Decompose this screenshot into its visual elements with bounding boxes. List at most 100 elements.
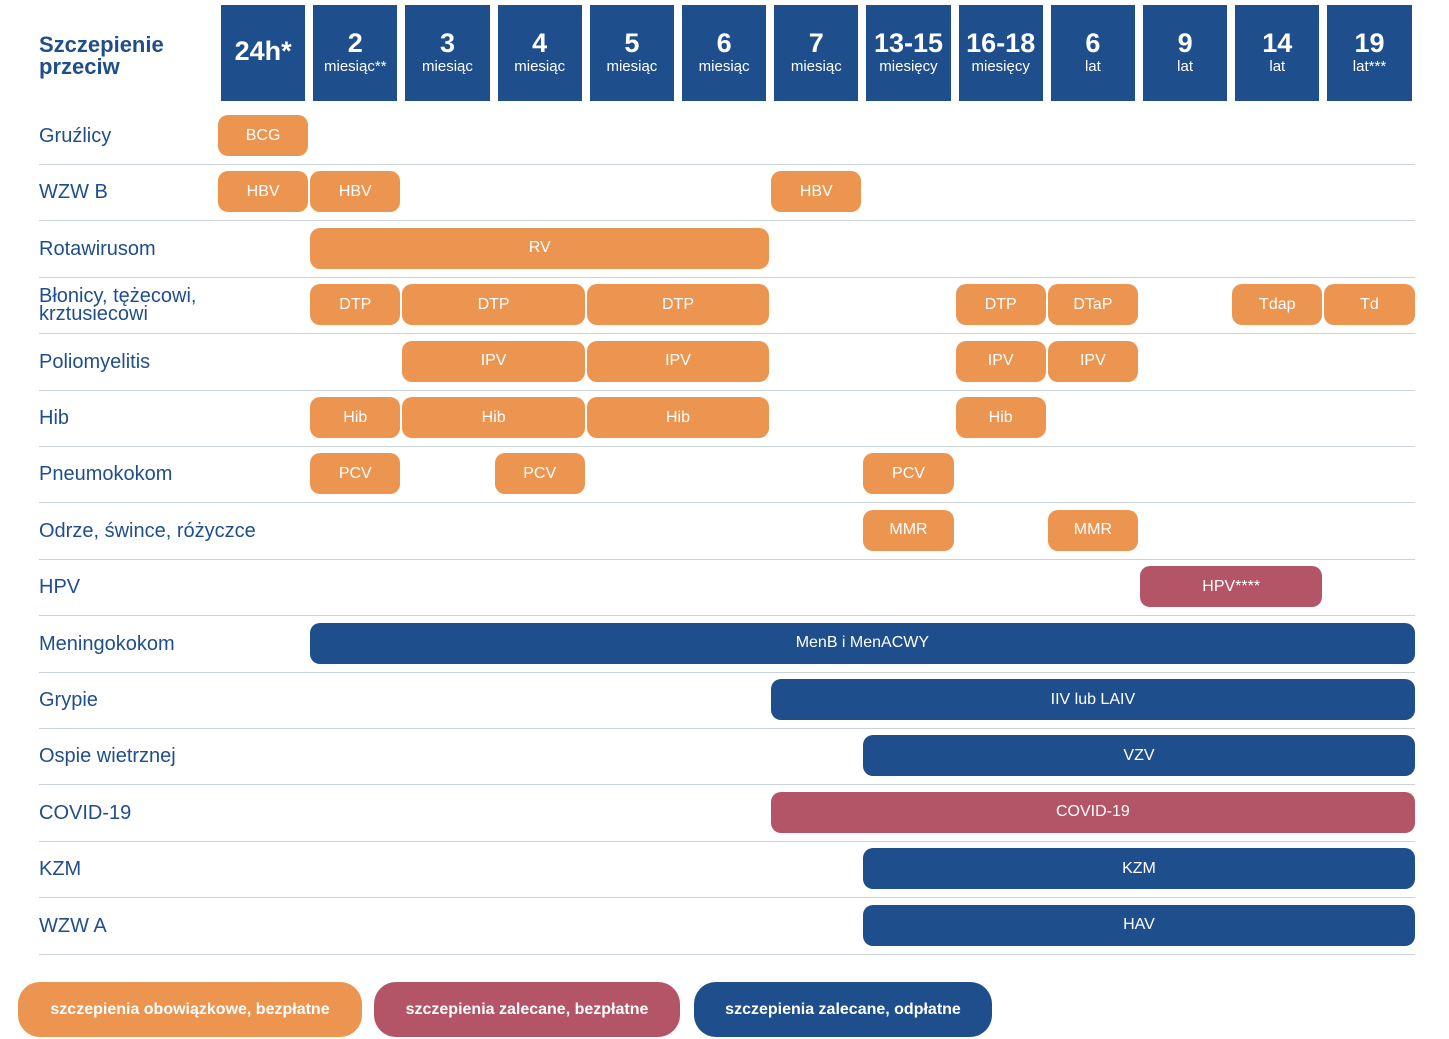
vaccine-label: Pneumokokom (39, 463, 173, 486)
vaccine-label: HPV (39, 576, 81, 599)
dose-bar: PCV (310, 453, 401, 495)
age-value: 24h* (234, 36, 292, 66)
dose-bar: HPV**** (1140, 566, 1323, 608)
dose-bar: Hib (402, 397, 585, 438)
dose-bar: PCV (494, 453, 585, 495)
dose-label: BCG (245, 126, 281, 144)
dose-bar: Hib (586, 397, 770, 438)
age-header-cell: 24h* (221, 5, 306, 101)
vaccine-label: Błonicy, tężecowi, krztusiecowi (39, 285, 197, 326)
dose-label: HBV (799, 182, 833, 200)
dose-bar: IPV (1047, 340, 1138, 382)
legend-label: szczepienia zalecane, odpłatne (725, 1000, 961, 1018)
age-unit: miesięcy (971, 58, 1030, 75)
dose-bar: DTP (586, 284, 770, 326)
dose-label: HAV (1123, 916, 1155, 934)
age-unit: miesięcy (879, 58, 938, 75)
dose-bar: HBV (310, 171, 401, 213)
dose-label: IPV (480, 352, 507, 370)
dose-label: HBV (246, 182, 280, 200)
vaccine-label: Hib (39, 407, 70, 429)
dose-bar: IPV (402, 340, 585, 382)
dose-label: Hib (481, 408, 506, 426)
age-unit: miesiąc (606, 58, 658, 75)
row-separator (39, 840, 1415, 842)
dose-bar: KZM (863, 848, 1415, 890)
dose-label: IPV (665, 352, 691, 370)
dose-label: DTaP (1073, 295, 1113, 313)
vaccine-label: Poliomyelitis (39, 350, 151, 373)
dose-bar: DTP (402, 284, 585, 326)
row-separator (39, 953, 1415, 955)
dose-bar: MMR (1047, 509, 1138, 551)
age-value: 5 (624, 28, 640, 58)
row-separator (39, 389, 1415, 391)
dose-bar: IPV (955, 340, 1046, 382)
vaccine-label: Grypie (39, 689, 98, 711)
dose-label: MenB i MenACWY (795, 634, 930, 652)
dose-bar: RV (310, 227, 770, 269)
dose-label: KZM (1122, 859, 1156, 877)
row-separator (39, 502, 1415, 504)
dose-label: IPV (987, 352, 1014, 370)
dose-bar: Td (1324, 284, 1415, 326)
legend-label: szczepienia zalecane, bezpłatne (405, 1000, 649, 1018)
dose-label: Hib (988, 408, 1013, 426)
row-separator (39, 164, 1415, 165)
row-separator (39, 276, 1415, 278)
legend-item: szczepienia obowiązkowe, bezpłatne (18, 982, 362, 1037)
row-separator (39, 897, 1415, 899)
dose-bar: IIV lub LAIV (771, 679, 1415, 720)
vaccine-label: KZM (39, 858, 82, 881)
dose-bar: Tdap (1232, 284, 1323, 326)
dose-label: IIV lub LAIV (1050, 690, 1136, 708)
age-unit: lat (1269, 58, 1286, 75)
legend-item: szczepienia zalecane, bezpłatne (374, 982, 680, 1037)
dose-label: IPV (1079, 352, 1106, 370)
vaccine-label: Rotawirusom (39, 237, 156, 260)
legend-item: szczepienia zalecane, odpłatne (694, 982, 992, 1037)
dose-label: VZV (1123, 746, 1155, 764)
dose-label: HBV (338, 182, 372, 200)
legend-label: szczepienia obowiązkowe, bezpłatne (50, 1000, 330, 1018)
dose-bar: DTP (955, 284, 1046, 326)
dose-label: Tdap (1259, 295, 1296, 313)
age-unit: lat*** (1352, 58, 1387, 75)
dose-label: COVID-19 (1055, 803, 1130, 821)
row-separator (39, 446, 1415, 447)
dose-label: Td (1360, 295, 1379, 313)
dose-bar: COVID-19 (771, 791, 1415, 833)
dose-label: Hib (665, 408, 690, 426)
dose-bar: MMR (863, 509, 954, 551)
age-unit: miesiąc (422, 58, 473, 75)
vaccine-label: COVID-19 (39, 801, 132, 824)
dose-label: PCV (892, 464, 925, 482)
row-separator (39, 671, 1415, 673)
age-unit: miesiąc (790, 58, 842, 75)
age-value: 19 (1354, 28, 1385, 58)
dose-bar: BCG (218, 115, 309, 156)
dose-bar: HBV (771, 171, 862, 213)
dose-label: Hib (343, 408, 368, 426)
age-unit: miesiąc** (324, 58, 387, 75)
dose-label: HPV**** (1202, 577, 1261, 595)
row-separator (39, 558, 1415, 560)
dose-bar: VZV (863, 735, 1415, 777)
dose-label: MMR (1073, 521, 1112, 539)
vaccine-label: WZW B (39, 181, 108, 204)
age-value: 2 (347, 28, 363, 58)
dose-bar: Hib (310, 397, 401, 438)
dose-bar: IPV (586, 340, 770, 382)
dose-bar: DTP (310, 284, 401, 326)
age-value: 6 (1085, 28, 1101, 58)
age-value: 7 (808, 28, 824, 58)
